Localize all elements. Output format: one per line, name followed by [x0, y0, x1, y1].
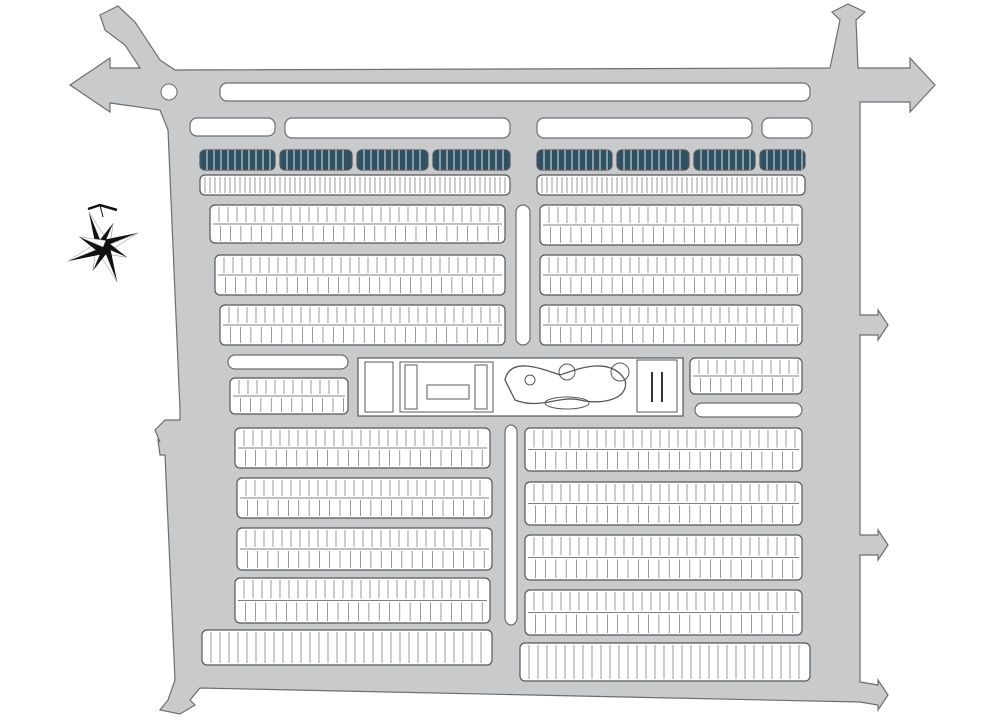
lot-block	[524, 481, 803, 526]
lot-block	[759, 149, 806, 171]
block-outline	[536, 174, 806, 196]
building-2	[399, 361, 494, 413]
lot-block	[209, 204, 506, 244]
median-strip	[227, 354, 349, 370]
median-strip	[515, 204, 531, 346]
median-strip	[504, 424, 518, 626]
compass-point	[78, 236, 107, 248]
lot-block	[236, 527, 493, 571]
lot-block	[616, 149, 690, 171]
building-1	[364, 361, 394, 413]
lot-block	[536, 174, 806, 196]
lot-block	[536, 149, 613, 171]
lot-block	[524, 534, 803, 581]
median-strip	[219, 82, 811, 102]
lot-block	[201, 629, 493, 666]
building-3	[426, 384, 470, 400]
median-strip	[189, 117, 276, 137]
lot-block	[524, 427, 803, 472]
lot-block	[539, 254, 803, 296]
lot-block	[279, 149, 353, 171]
block-outline	[759, 149, 806, 171]
facility-outline	[357, 357, 684, 417]
compass-rose-icon	[67, 203, 139, 283]
lot-block	[539, 304, 803, 346]
lot-block	[214, 254, 506, 296]
lot-block	[199, 149, 276, 171]
lot-block	[199, 174, 511, 196]
block-outline	[616, 149, 690, 171]
lot-block	[234, 577, 491, 624]
sports-court	[636, 359, 678, 413]
block-outline	[693, 149, 756, 171]
central-facilities	[357, 357, 684, 417]
lot-block	[693, 149, 756, 171]
block-outline	[519, 642, 811, 682]
block-outline	[201, 629, 493, 666]
blocks-layer	[160, 82, 813, 682]
compass-point	[79, 236, 103, 254]
block-outline	[279, 149, 353, 171]
lot-block	[219, 304, 506, 346]
lot-block	[519, 642, 811, 682]
roundabout	[160, 83, 178, 101]
median-strip	[694, 402, 803, 418]
lot-block	[539, 204, 803, 246]
lot-block	[356, 149, 429, 171]
lot-block	[524, 589, 803, 636]
lot-block	[229, 377, 349, 415]
median-strip	[284, 117, 511, 139]
block-outline	[199, 149, 276, 171]
lot-block	[236, 477, 493, 519]
lot-block	[689, 357, 803, 395]
block-outline	[536, 149, 613, 171]
median-strip	[536, 117, 753, 139]
median-strip	[761, 117, 813, 139]
lot-block	[234, 427, 491, 469]
lot-block	[432, 149, 511, 171]
block-outline	[432, 149, 511, 171]
